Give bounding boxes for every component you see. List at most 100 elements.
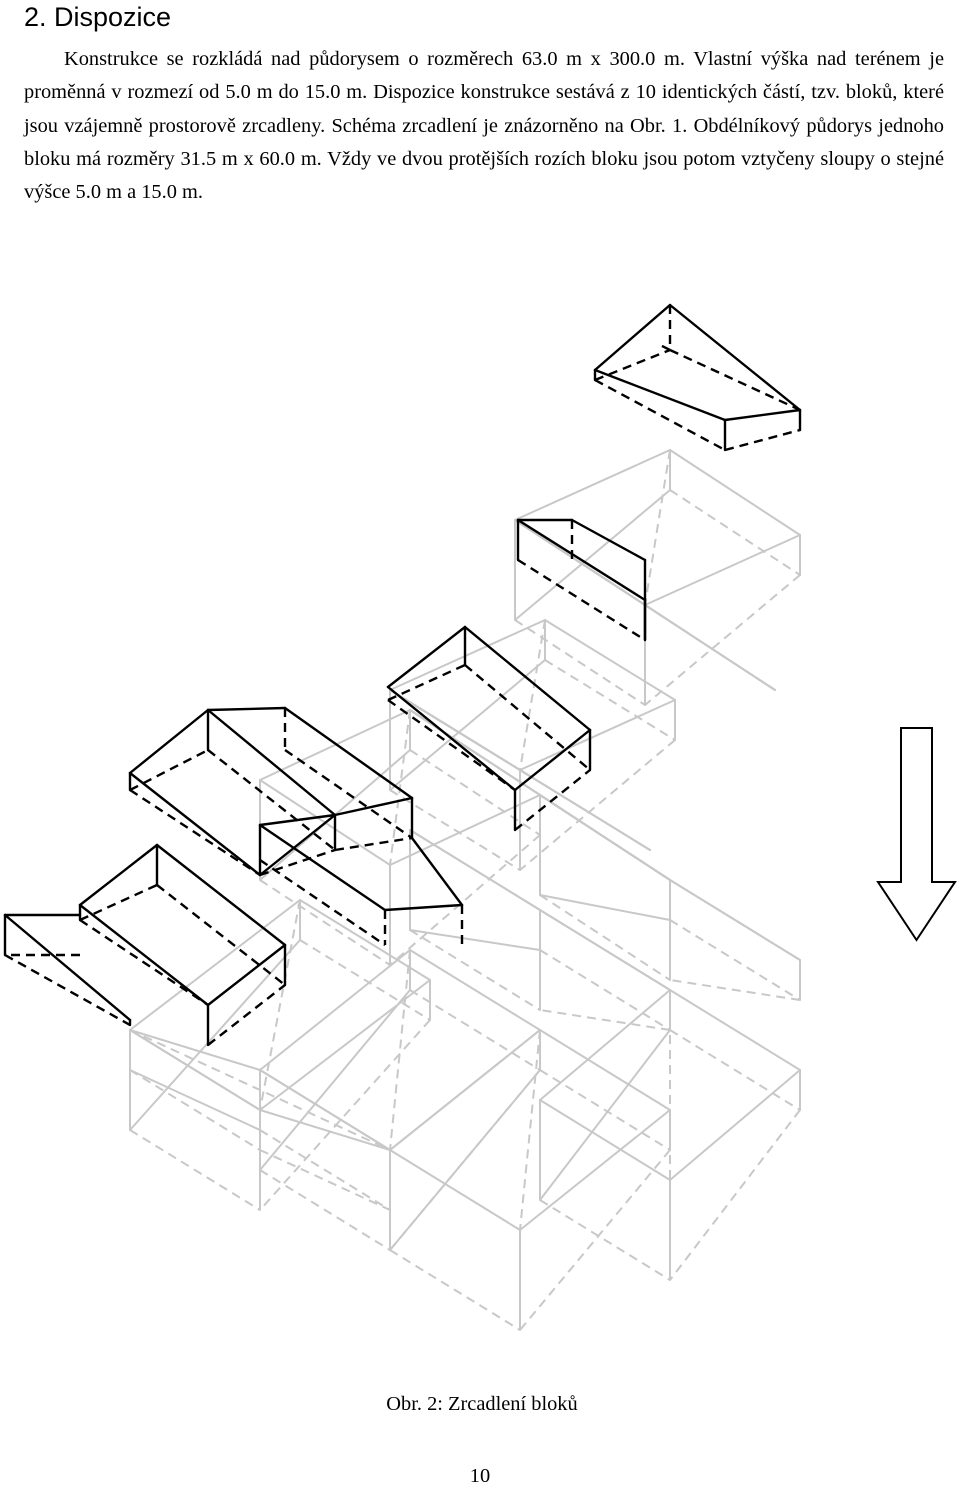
edge-dashed [594, 348, 671, 382]
edge-solid [570, 518, 647, 562]
edge-solid [78, 843, 159, 907]
down-arrow-icon-shape [876, 727, 957, 942]
edge-dashed [389, 949, 411, 1151]
edge-dashed [389, 689, 521, 771]
edge-dashed [207, 749, 336, 851]
edge-dashed [409, 749, 541, 836]
edge-solid [129, 1069, 261, 1131]
edge-solid [389, 1029, 541, 1151]
edge-dashed [409, 929, 541, 1011]
edge-dashed [259, 848, 336, 877]
edge-dashed [644, 604, 776, 691]
edge-solid [259, 1069, 391, 1151]
edge-dashed [464, 664, 591, 771]
ghost-block [409, 829, 671, 1031]
edge-dashed [669, 489, 801, 576]
block-mirroring-figure [0, 290, 960, 1390]
edge-dashed [389, 1249, 521, 1331]
edge-dashed [517, 558, 646, 642]
edge-dashed [514, 769, 591, 831]
down-arrow-icon [876, 727, 957, 942]
highlighted-blocks-layer [3, 303, 802, 1047]
edge-solid [155, 843, 287, 947]
edge-dashed [259, 1019, 431, 1211]
section-heading: 2. Dispozice [24, 2, 172, 32]
edge-solid [669, 989, 801, 1071]
edge-dashed [129, 788, 261, 877]
edge-solid [259, 949, 411, 1071]
highlighted-block-2 [516, 518, 647, 642]
edge-solid [389, 1149, 521, 1231]
edge-dashed [259, 879, 391, 966]
edge-dashed [284, 749, 413, 839]
edge-solid [539, 1029, 671, 1111]
edge-dashed [539, 1199, 671, 1281]
highlighted-block-4 [128, 706, 464, 946]
edge-solid [259, 709, 411, 781]
body-paragraph: Konstrukce se rozkládá nad půdorysem o r… [24, 48, 944, 204]
edge-solid [644, 534, 801, 606]
ghost-block [259, 709, 541, 966]
edge-dashed [389, 789, 521, 871]
ghost-block [389, 689, 651, 851]
edge-dashed [129, 1129, 261, 1211]
edge-solid [389, 1069, 541, 1251]
highlighted-block-5 [3, 843, 287, 1047]
edge-dashed [659, 343, 671, 352]
edge-dashed [129, 748, 209, 792]
edge-dashed [519, 769, 651, 851]
edge-dashed [669, 1109, 801, 1281]
highlighted-block-3 [386, 625, 592, 832]
edge-solid [409, 949, 541, 1031]
edge-solid [409, 929, 541, 951]
edge-solid [516, 518, 647, 602]
edge-dashed [129, 1029, 391, 1151]
edge-solid [129, 939, 301, 1131]
edge-dashed [259, 859, 386, 946]
edge-dashed [539, 1009, 671, 1031]
edge-dashed [387, 699, 516, 791]
edge-dashed [259, 1149, 391, 1211]
edge-solid [463, 625, 592, 732]
edge-dashed [594, 378, 726, 452]
edge-solid [3, 913, 132, 1022]
edge-solid [299, 899, 431, 981]
edge-dashed [519, 1149, 671, 1331]
ghost-block [389, 619, 676, 871]
edge-solid [539, 794, 671, 881]
edge-solid [389, 619, 546, 691]
edge-dashed [669, 1029, 801, 1111]
edge-dashed [519, 1029, 541, 1231]
edge-dashed [644, 449, 671, 606]
edge-solid [669, 879, 801, 961]
edge-dashed [724, 428, 801, 452]
edge-solid [206, 943, 287, 1007]
edge-dashed [299, 939, 431, 1021]
ghost-block [389, 1029, 671, 1331]
edge-dashed [409, 989, 541, 1071]
edge-solid [519, 1109, 671, 1231]
edge-dashed [669, 919, 801, 1001]
edge-dashed [79, 919, 209, 1006]
edge-solid [333, 796, 414, 817]
edge-solid [283, 706, 414, 800]
edge-solid [128, 708, 210, 775]
block-mirroring-diagram [3, 303, 957, 1331]
edge-solid [514, 489, 671, 621]
edge-solid [259, 979, 431, 1111]
ghost-block [514, 449, 801, 706]
edge-dashed [259, 899, 301, 1111]
page-number: 10 [469, 1465, 491, 1487]
ghost-block [539, 989, 801, 1281]
edge-solid [206, 708, 337, 817]
edge-solid [669, 449, 801, 536]
edge-solid [539, 894, 671, 921]
edge-dashed [409, 709, 541, 796]
edge-dashed [514, 619, 646, 706]
edge-solid [539, 1099, 671, 1181]
edge-solid [383, 903, 464, 912]
edge-solid [539, 989, 671, 1101]
edge-solid [129, 1029, 261, 1071]
edge-solid [539, 909, 671, 991]
edge-dashed [129, 1069, 261, 1151]
